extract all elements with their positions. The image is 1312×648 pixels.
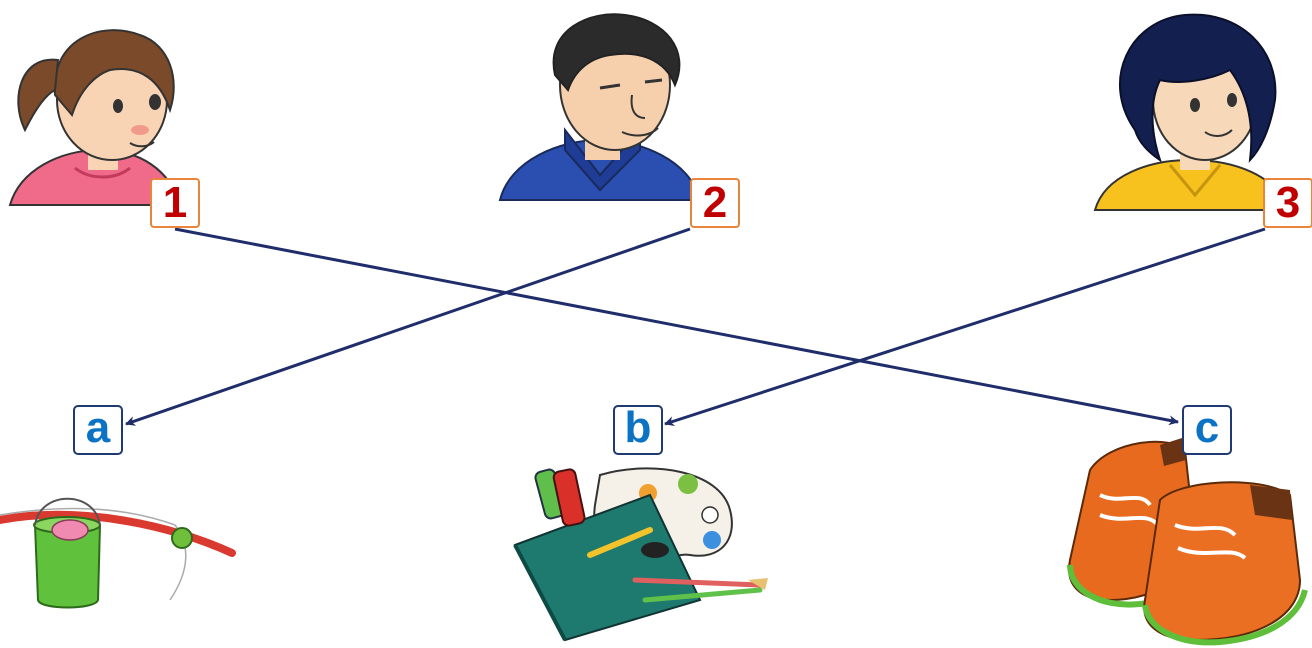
arrow-1-to-c [174, 227, 1179, 426]
number-badge-2: 2 [690, 178, 740, 228]
art-palette-sketchbook-icon [513, 467, 768, 642]
fishing-rod-bucket-icon [0, 497, 236, 609]
hiking-boots-icon [1067, 438, 1308, 646]
letter-badge-c: c [1182, 405, 1232, 455]
match-arrows [125, 227, 1266, 426]
letter-badge-b: b [613, 405, 663, 455]
number-badge-3: 3 [1263, 178, 1312, 228]
letter-badge-a: a [73, 405, 123, 455]
girl-pink-shirt-icon [8, 29, 182, 206]
woman-yellow-shirt-icon [1093, 13, 1292, 211]
arrow-3-to-b [664, 227, 1266, 426]
number-badge-1: 1 [150, 178, 200, 228]
man-blue-sweater-icon [498, 13, 702, 201]
arrow-2-to-a [125, 227, 691, 426]
